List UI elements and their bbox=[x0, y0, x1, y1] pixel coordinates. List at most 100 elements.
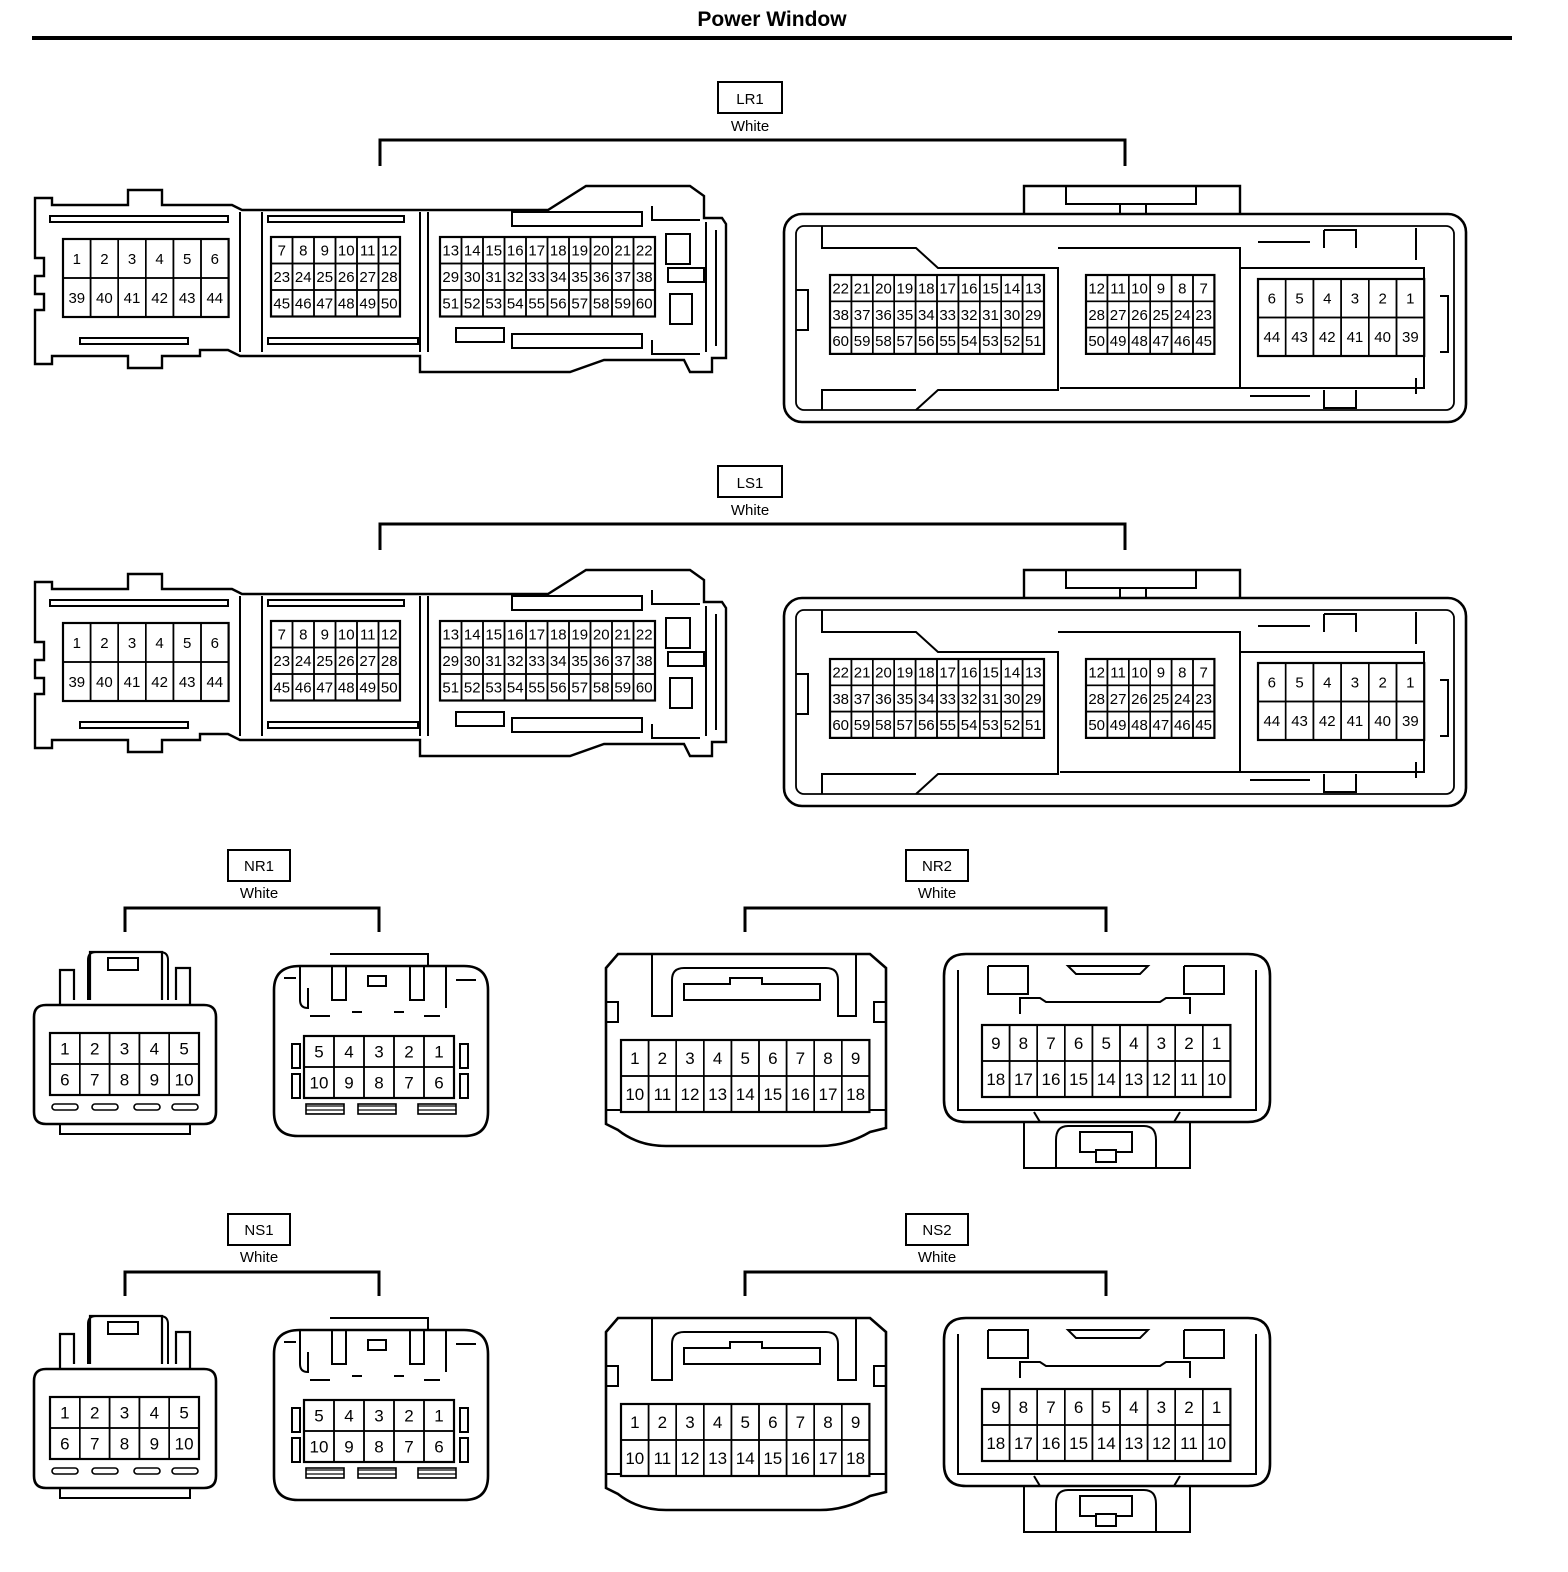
pin-number: 28 bbox=[381, 269, 398, 286]
pin-number: 43 bbox=[179, 290, 196, 307]
pin-number: 2 bbox=[404, 1043, 413, 1062]
pin-number: 4 bbox=[155, 251, 163, 268]
pin-number: 3 bbox=[374, 1043, 383, 1062]
latch-rail bbox=[267, 337, 419, 345]
connector-color: White bbox=[731, 118, 769, 135]
pin-number: 32 bbox=[507, 269, 524, 286]
pin-number: 14 bbox=[736, 1449, 755, 1468]
pin-number: 12 bbox=[381, 627, 398, 644]
pin-number: 7 bbox=[404, 1438, 413, 1457]
pin-number: 4 bbox=[150, 1404, 159, 1423]
pin-number: 19 bbox=[571, 627, 588, 644]
pin-number: 3 bbox=[685, 1413, 694, 1432]
title-rule bbox=[32, 36, 1512, 40]
pin-number: 58 bbox=[593, 680, 610, 697]
pin-number: 44 bbox=[206, 674, 223, 691]
pin-number: 45 bbox=[273, 680, 290, 697]
pin-number: 5 bbox=[1101, 1398, 1110, 1417]
pin-number: 31 bbox=[485, 653, 502, 670]
pin-number: 1 bbox=[73, 635, 81, 652]
pin-number: 29 bbox=[1025, 307, 1042, 324]
pin-number: 34 bbox=[918, 691, 935, 708]
pin-number: 7 bbox=[404, 1074, 413, 1093]
housing-detail bbox=[1065, 186, 1197, 205]
pin-number: 18 bbox=[918, 281, 935, 298]
pin-number: 14 bbox=[1004, 665, 1021, 682]
pin-number: 5 bbox=[183, 635, 191, 652]
housing-outline bbox=[604, 952, 888, 1148]
housing-detail bbox=[1323, 229, 1357, 409]
pin-number: 4 bbox=[713, 1049, 722, 1068]
pin-number: 22 bbox=[636, 243, 653, 260]
pin-number: 29 bbox=[1025, 691, 1042, 708]
pin-number: 47 bbox=[1153, 333, 1170, 350]
lock-slot bbox=[455, 327, 505, 343]
pin-number: 6 bbox=[60, 1071, 69, 1090]
pin-number: 1 bbox=[1212, 1398, 1221, 1417]
housing-detail bbox=[1055, 1125, 1157, 1168]
pin-number: 13 bbox=[708, 1085, 727, 1104]
pin-number: 16 bbox=[791, 1449, 810, 1468]
pin-number: 29 bbox=[442, 269, 459, 286]
pin-number: 44 bbox=[1264, 329, 1281, 346]
pin-number: 9 bbox=[1157, 281, 1165, 298]
guide-slot bbox=[291, 1407, 301, 1433]
connector-color: White bbox=[918, 1249, 956, 1266]
latch-slot bbox=[367, 975, 387, 987]
pin-number: 1 bbox=[60, 1040, 69, 1059]
pin-number: 2 bbox=[1378, 291, 1386, 308]
pin-number: 50 bbox=[381, 296, 398, 313]
latch-slot bbox=[1095, 1513, 1117, 1527]
pin-number: 51 bbox=[442, 680, 459, 697]
pin-number: 12 bbox=[681, 1085, 700, 1104]
pin-number: 2 bbox=[100, 251, 108, 268]
connector-bracket bbox=[123, 1270, 381, 1296]
connector-label-box bbox=[227, 1213, 291, 1246]
pin-number: 1 bbox=[630, 1413, 639, 1432]
pin-number: 15 bbox=[982, 281, 999, 298]
guide-slot bbox=[459, 1437, 469, 1463]
pin-number: 11 bbox=[360, 627, 376, 644]
pin-number: 38 bbox=[636, 269, 653, 286]
pin-number: 42 bbox=[151, 290, 168, 307]
pin-number: 8 bbox=[823, 1413, 832, 1432]
pin-number: 54 bbox=[507, 296, 524, 313]
pin-number: 14 bbox=[464, 243, 481, 260]
housing-detail bbox=[1023, 1111, 1191, 1169]
pin-number: 55 bbox=[939, 717, 956, 734]
pin-number: 14 bbox=[736, 1085, 755, 1104]
pin-number: 15 bbox=[1069, 1434, 1088, 1453]
connector-label-box bbox=[905, 1213, 969, 1246]
pin-number: 57 bbox=[897, 333, 914, 350]
connector-bracket bbox=[743, 1270, 1108, 1296]
pin-number: 52 bbox=[1004, 333, 1021, 350]
lock-slot bbox=[665, 617, 691, 649]
pin-number: 34 bbox=[918, 307, 935, 324]
pin-number: 8 bbox=[374, 1074, 383, 1093]
pin-number: 49 bbox=[359, 296, 376, 313]
housing-outline bbox=[33, 568, 728, 758]
pin-number: 27 bbox=[1110, 307, 1127, 324]
housing-detail bbox=[987, 965, 1225, 995]
housing-detail bbox=[1023, 1475, 1191, 1533]
pin-number: 51 bbox=[1025, 717, 1042, 734]
keying-slot bbox=[171, 1467, 199, 1475]
pin-number: 35 bbox=[897, 691, 914, 708]
pin-number: 6 bbox=[1074, 1398, 1083, 1417]
pin-number: 37 bbox=[854, 307, 871, 324]
pin-number: 17 bbox=[939, 665, 956, 682]
pin-number: 31 bbox=[982, 691, 999, 708]
pin-number: 20 bbox=[875, 665, 892, 682]
housing-detail bbox=[1323, 613, 1357, 793]
pin-number: 44 bbox=[206, 290, 223, 307]
lock-slot bbox=[667, 267, 705, 283]
pin-number: 41 bbox=[124, 290, 141, 307]
pin-number: 34 bbox=[550, 653, 567, 670]
housing-detail bbox=[1055, 1489, 1157, 1532]
pin-number: 26 bbox=[1131, 691, 1148, 708]
pin-number: 9 bbox=[150, 1435, 159, 1454]
